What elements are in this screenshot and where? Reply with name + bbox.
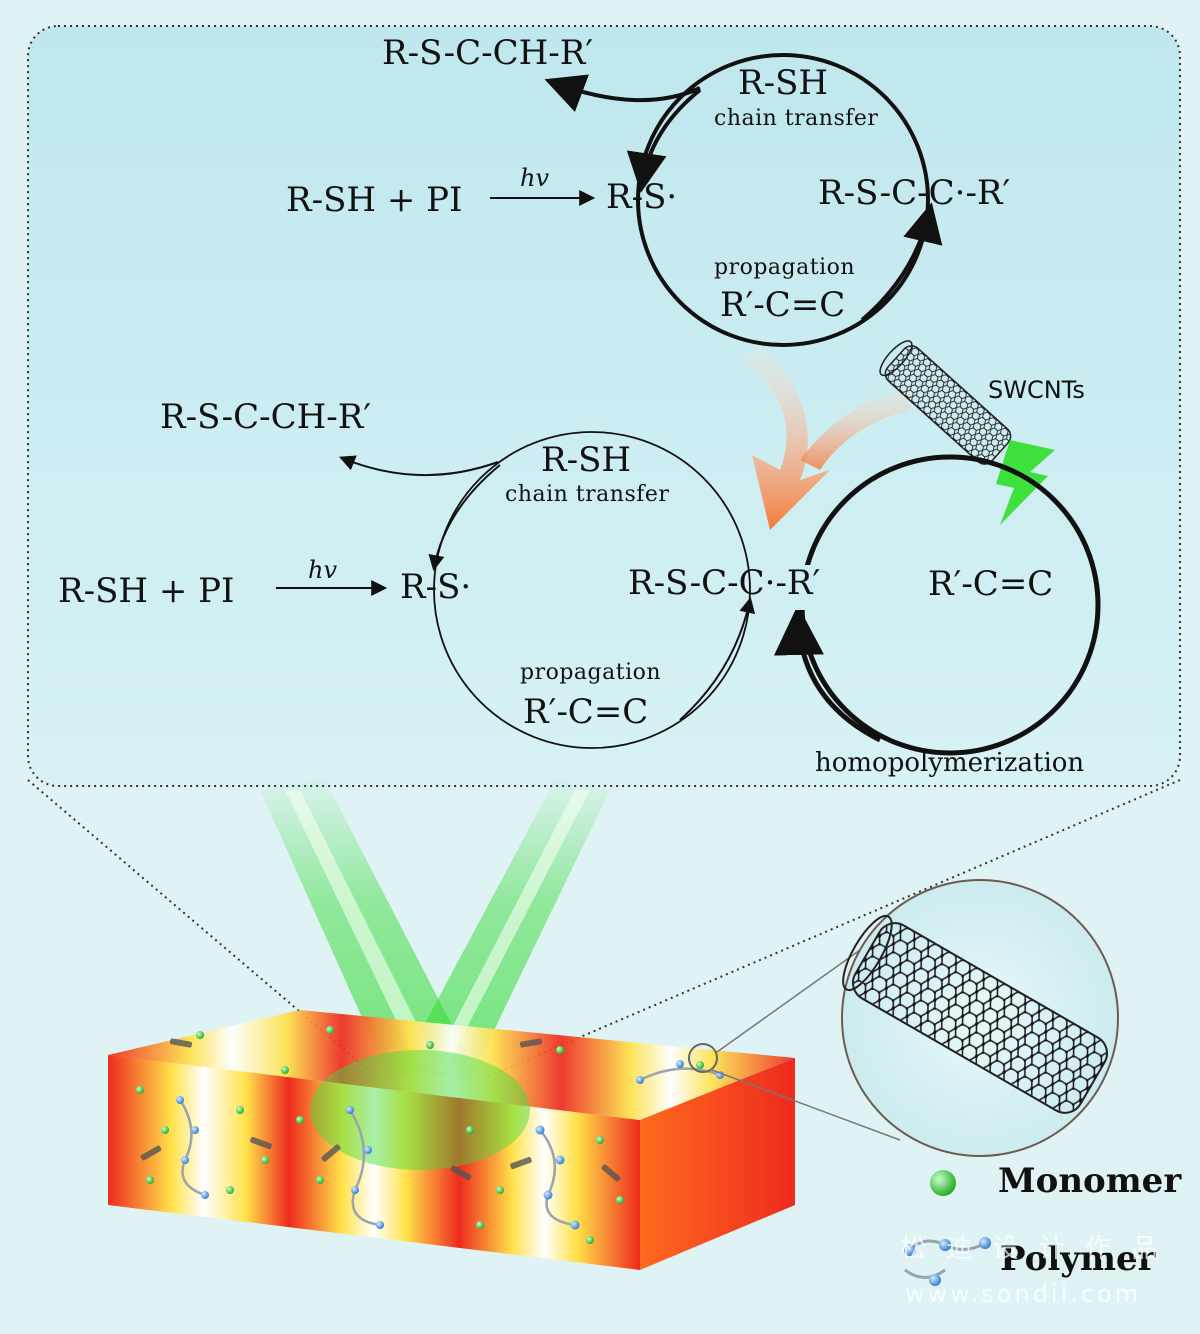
lower-top-step: chain transfer [505, 482, 670, 507]
lower-radical-label: R-S· [400, 567, 472, 607]
embedded-nanotubes [140, 1038, 621, 1182]
zoom-line-right [479, 779, 1181, 1081]
monomer-legend-icon [930, 1170, 956, 1196]
block-top-face [108, 1010, 795, 1120]
lower-reactants-label: R-SH + PI [58, 571, 235, 611]
transition-arrow [740, 345, 830, 530]
lower-cycle-ring [433, 431, 751, 749]
upper-hv-label: hv [520, 164, 550, 192]
magnifier-line-top [716, 949, 861, 1053]
lower-bottom-reagent: R′-C=C [523, 692, 649, 732]
upper-carbon-radical: R-S-C-C·-R′ [818, 173, 1011, 213]
upper-product-label: R-S-C-CH-R′ [382, 33, 594, 73]
polymer-legend-label: Polymer [1000, 1239, 1156, 1279]
upper-reactants-label: R-SH + PI [286, 180, 463, 220]
polymer-chains [176, 1060, 724, 1230]
light-beam-core-right [430, 790, 590, 1070]
upper-product-arrow [544, 74, 701, 112]
lower-carbon-radical: R-S-C-C·-R′ [628, 563, 821, 603]
upper-bottom-reagent: R′-C=C [720, 285, 846, 325]
lower-cycle-arrow-right [679, 596, 756, 721]
homo-monomer-label: R′-C=C [928, 564, 1054, 604]
upper-top-reagent: R-SH [738, 63, 829, 103]
transition-arrow-tail [800, 385, 915, 470]
homopolymerization-label: homopolymerization [815, 748, 1085, 778]
upper-bottom-step: propagation [714, 255, 856, 280]
watermark-cn: 松 迪 设 计 作 品 [900, 1234, 1164, 1264]
lower-product-label: R-S-C-CH-R′ [160, 397, 372, 437]
upper-cycle-arrow-left [626, 88, 702, 193]
lower-product-arrow [339, 455, 499, 477]
lower-bottom-step: propagation [520, 660, 662, 685]
swcnt-large-tube [842, 914, 1108, 1114]
block-side-face [640, 1058, 795, 1270]
reaction-panel [27, 25, 1181, 787]
beam-glow [310, 1050, 530, 1170]
upper-radical-label: R-S· [606, 177, 678, 217]
watermark-url: www.sondii.com [905, 1280, 1142, 1308]
magnifier-line-bottom [711, 1069, 901, 1141]
homo-ring-gap [790, 565, 820, 610]
lightning-bolt-icon [996, 440, 1055, 525]
swcnt-small-tube [879, 340, 1012, 465]
lower-top-reagent: R-SH [541, 440, 632, 480]
monomer-legend-label: Monomer [998, 1161, 1182, 1201]
swcnt-label: SWCNTs [988, 376, 1085, 404]
lower-cycle-arrow-left [428, 464, 501, 572]
composite-block [108, 1010, 795, 1270]
polymer-legend-icon [904, 1237, 991, 1286]
magnifier-small [688, 1043, 718, 1073]
upper-cycle-arrow-right [860, 202, 943, 322]
lower-hv-label: hv [308, 556, 338, 584]
upper-top-step: chain transfer [714, 106, 879, 131]
light-beam-core-left [285, 790, 440, 1070]
monomer-particles [136, 1026, 704, 1244]
homo-cycle-arrow [773, 605, 882, 743]
upper-cycle-ring [636, 53, 930, 347]
